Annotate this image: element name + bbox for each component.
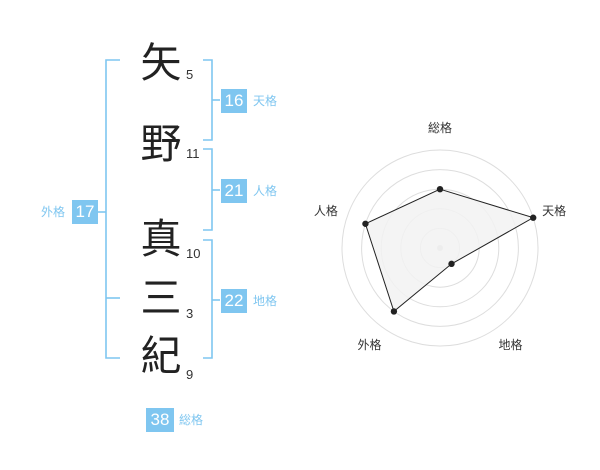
- radar-axis-label-3: 地格: [499, 337, 523, 352]
- radar-point-3: [448, 260, 455, 268]
- stroke-count-4: 3: [186, 306, 194, 321]
- chikaku-value: 22: [221, 289, 247, 313]
- chikaku-label: 地格: [253, 294, 278, 308]
- radar-area: [364, 188, 535, 313]
- gaikaku-value: 17: [72, 200, 98, 224]
- jinkaku-value: 21: [221, 179, 247, 203]
- radar-point-5: [362, 220, 369, 227]
- tenkaku-value: 16: [221, 89, 247, 113]
- stroke-count-2: 11: [186, 146, 200, 161]
- radar-axis-label-5: 人格: [314, 203, 338, 218]
- radar-axis-label-2: 天格: [542, 203, 566, 218]
- radar-point-4: [390, 308, 398, 315]
- name-char-2: 野: [140, 120, 182, 168]
- name-char-4: 三: [140, 274, 182, 322]
- radar-ring: [361, 169, 519, 327]
- tenkaku-label: 天格: [253, 94, 278, 108]
- radar-point-1: [436, 186, 444, 193]
- stroke-count-1: 5: [186, 67, 194, 82]
- radar-axis-label-4: 外格: [357, 337, 381, 352]
- jinkaku-label: 人格: [253, 184, 278, 198]
- radar-axis-label-1: 総格: [428, 120, 452, 135]
- name-char-1: 矢: [140, 39, 182, 87]
- stroke-count-3: 10: [186, 246, 201, 261]
- radar-point-2: [530, 214, 537, 221]
- stroke-count-5: 9: [186, 367, 194, 382]
- soukaku-value: 38: [146, 408, 174, 432]
- gaikaku-label: 外格: [41, 205, 66, 219]
- soukaku-label: 総格: [179, 413, 204, 427]
- name-char-3: 真: [140, 215, 182, 263]
- name-char-5: 紀: [140, 332, 182, 380]
- radar-ring: [341, 149, 539, 347]
